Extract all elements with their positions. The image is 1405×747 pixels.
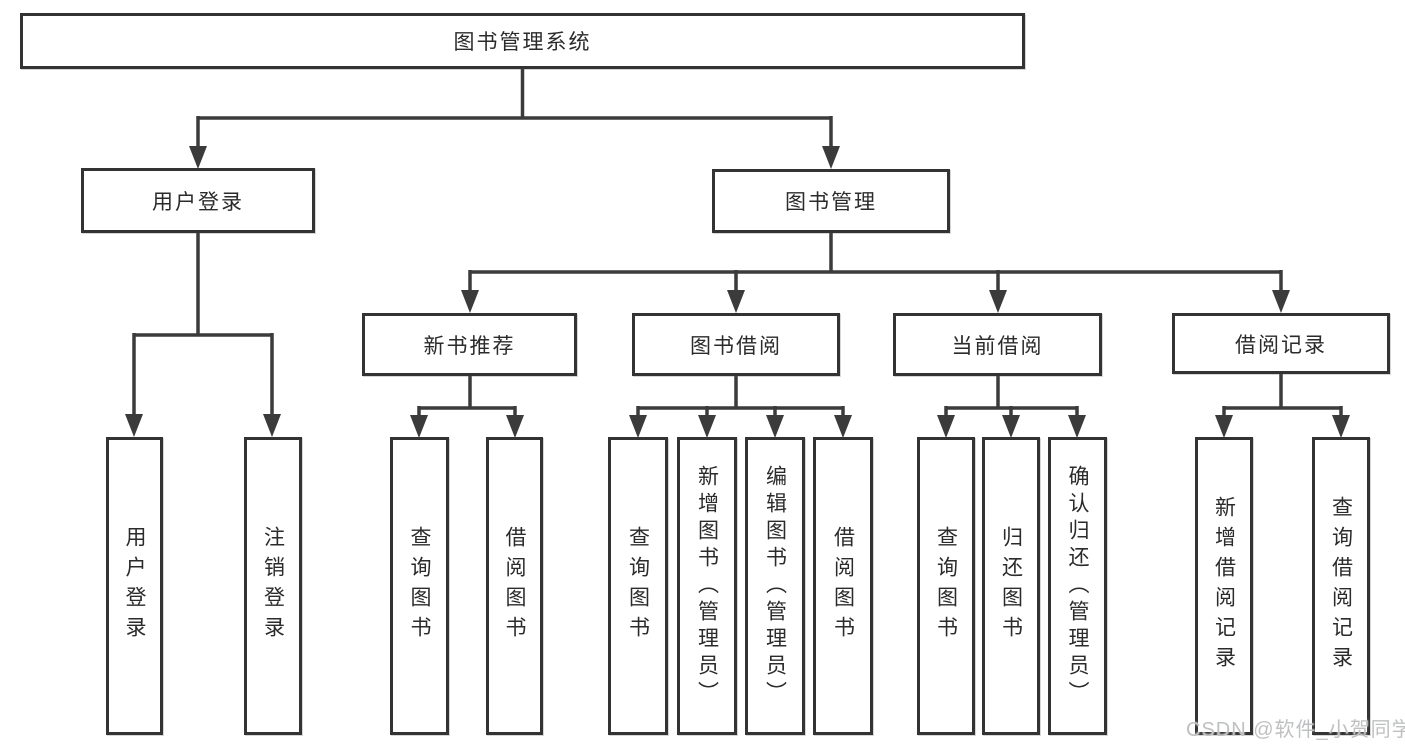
node-label: 查询图书 bbox=[626, 526, 650, 646]
node-label: 新增图书（管理员） bbox=[695, 464, 719, 708]
node-label: 查询图书 bbox=[934, 526, 958, 646]
node-label: 编辑图书（管理员） bbox=[763, 464, 787, 708]
node-book-management: 图书管理 bbox=[712, 169, 950, 233]
node-library-management-system: 图书管理系统 bbox=[20, 13, 1025, 69]
node-label: 用户登录 bbox=[152, 190, 244, 214]
node-new-book-recommend: 新书推荐 bbox=[362, 313, 577, 376]
watermark-csdn: CSDN @软件_小贺同学 bbox=[1186, 719, 1405, 741]
node-label: 借阅图书 bbox=[503, 526, 526, 646]
node-label: 确认归还（管理员） bbox=[1066, 464, 1089, 708]
node-leaf-cb-confirm-return-admin: 确认归还（管理员） bbox=[1048, 437, 1107, 735]
node-book-borrowing: 图书借阅 bbox=[632, 313, 840, 376]
node-borrowing-records: 借阅记录 bbox=[1172, 313, 1390, 374]
node-label: 当前借阅 bbox=[951, 334, 1044, 358]
node-label: 图书借阅 bbox=[690, 334, 782, 358]
node-label: 图书管理系统 bbox=[453, 31, 592, 54]
node-label: 图书管理 bbox=[785, 191, 877, 214]
node-leaf-bb-query-books: 查询图书 bbox=[608, 437, 668, 735]
node-leaf-cb-query-books: 查询图书 bbox=[917, 437, 975, 735]
node-label: 新增借阅记录 bbox=[1212, 496, 1236, 676]
node-leaf-bb-add-books-admin: 新增图书（管理员） bbox=[677, 437, 737, 735]
node-user-login: 用户登录 bbox=[81, 168, 315, 233]
node-leaf-bb-edit-books-admin: 编辑图书（管理员） bbox=[745, 437, 805, 735]
node-leaf-nb-query-books: 查询图书 bbox=[390, 437, 449, 735]
node-leaf-nb-borrow-books: 借阅图书 bbox=[486, 437, 543, 735]
node-leaf-cb-return-books: 归还图书 bbox=[982, 437, 1040, 735]
node-label: 归还图书 bbox=[999, 526, 1023, 646]
node-leaf-bb-borrow-books: 借阅图书 bbox=[813, 437, 873, 735]
node-label: 查询图书 bbox=[408, 526, 431, 646]
node-label: 借阅图书 bbox=[831, 526, 855, 646]
node-label: 借阅记录 bbox=[1235, 333, 1327, 357]
node-leaf-user-login: 用户登录 bbox=[106, 437, 163, 735]
node-label: 用户登录 bbox=[123, 526, 146, 646]
node-leaf-br-add-record: 新增借阅记录 bbox=[1195, 437, 1253, 735]
node-leaf-logout: 注销登录 bbox=[244, 437, 302, 735]
node-current-borrowing: 当前借阅 bbox=[893, 313, 1102, 376]
node-label: 查询借阅记录 bbox=[1329, 496, 1353, 676]
node-label: 新书推荐 bbox=[423, 334, 516, 358]
node-leaf-br-query-record: 查询借阅记录 bbox=[1312, 437, 1370, 735]
node-label: 注销登录 bbox=[261, 526, 285, 646]
